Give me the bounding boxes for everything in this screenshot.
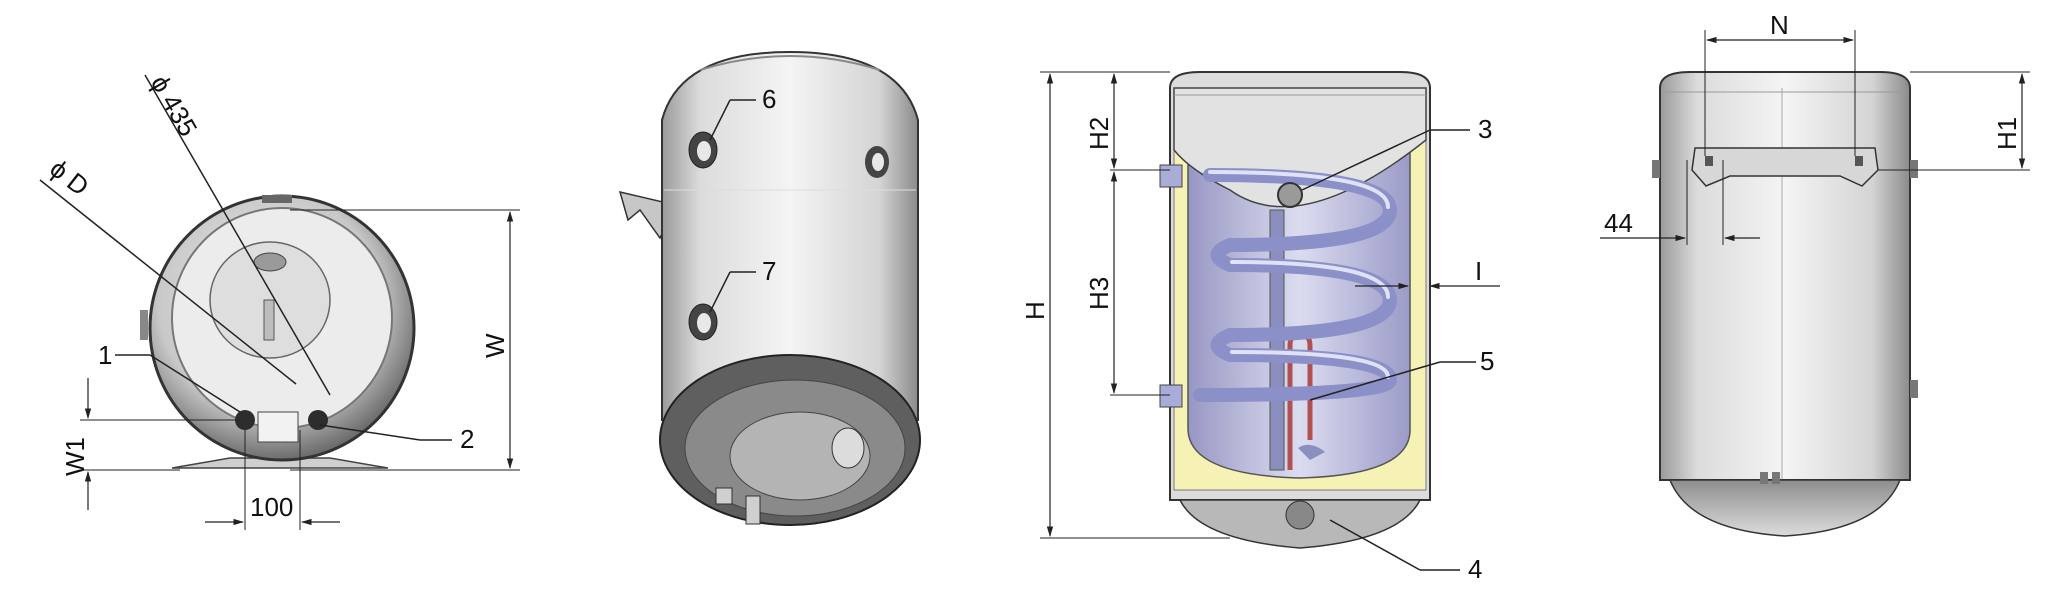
callout-2: 2	[460, 424, 474, 454]
bottom-pipe	[745, 495, 761, 525]
bottom-flange	[729, 411, 871, 501]
callout-5: 5	[1480, 346, 1494, 376]
dim-44-label: 44	[1604, 208, 1633, 238]
coil-outlet	[1159, 384, 1183, 408]
i-label: I	[1475, 256, 1482, 286]
n-label: N	[1770, 10, 1789, 40]
callout-7: 7	[762, 256, 776, 286]
pipe-left	[235, 410, 255, 430]
tank-top-rim	[699, 55, 881, 71]
tank-body	[661, 50, 919, 421]
dim-100-label: 100	[250, 492, 293, 522]
section-view: H H2 H3 I 3 5 4	[1020, 71, 1500, 584]
h1-label: H1	[1992, 117, 2022, 150]
w1-label: W1	[60, 437, 90, 476]
rear-bracket	[1691, 147, 1879, 187]
h3-label: H3	[1084, 277, 1114, 310]
base-foot	[171, 457, 389, 469]
w-label: W	[480, 333, 510, 358]
callout-6: 6	[762, 84, 776, 114]
side-stub-right	[1910, 160, 1918, 178]
drain	[1285, 500, 1315, 530]
side-stub-right-low	[1910, 380, 1918, 398]
bottom-pipe-2	[715, 487, 733, 505]
pipe-right	[308, 410, 328, 430]
bottom-knob	[831, 427, 865, 469]
thermostat	[263, 299, 275, 341]
callout-3: 3	[1478, 114, 1492, 144]
flange-cap	[253, 252, 287, 272]
anode-foot	[1298, 444, 1325, 460]
pipe-box	[257, 411, 299, 443]
side-view: ϕ D ϕ 435 1 2 W W1 100	[39, 70, 520, 530]
top-knob	[262, 195, 292, 203]
rear-shell	[1659, 71, 1911, 481]
side-stub-left	[1652, 160, 1660, 178]
port-3	[1277, 182, 1303, 208]
diameter-d-label: ϕ D	[44, 153, 94, 202]
rear-bottom	[1668, 479, 1902, 537]
coil-inlet	[1159, 164, 1183, 188]
rear-view: N H1 44	[1600, 10, 2030, 537]
callout-1: 1	[98, 340, 112, 370]
side-knob	[140, 310, 148, 340]
h-label: H	[1020, 301, 1050, 320]
callout-4: 4	[1468, 554, 1482, 584]
perspective-view: 6 7	[618, 50, 921, 526]
h2-label: H2	[1084, 117, 1114, 150]
diameter-435-label: ϕ 435	[145, 70, 204, 141]
